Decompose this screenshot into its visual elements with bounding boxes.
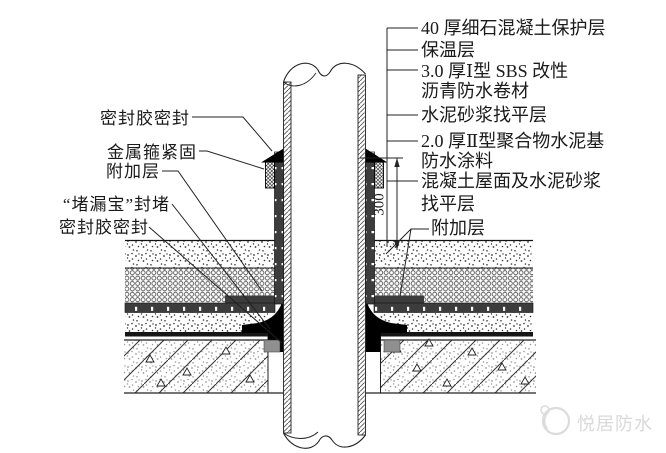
label-sealant-bottom: 密封胶密封 bbox=[59, 218, 149, 237]
label-roof-slab-line2: 找平层 bbox=[421, 194, 475, 214]
base-sealant bbox=[242, 296, 407, 352]
label-sealant-top: 密封胶密封 bbox=[100, 109, 190, 128]
label-insulation-layer: 保温层 bbox=[421, 40, 475, 60]
label-coating-line1: 2.0 厚Ⅱ型聚合物水泥基 bbox=[421, 131, 605, 151]
dimension-300-text: 300 bbox=[371, 193, 388, 216]
roof-layers-right bbox=[366, 239, 536, 394]
leader-additional-right-2 bbox=[399, 228, 412, 297]
watermark-logo-icon bbox=[540, 405, 571, 436]
label-protection-layer: 40 厚细石混凝土保护层 bbox=[421, 18, 606, 38]
pipe-break-line-top bbox=[282, 62, 366, 83]
pipe-break-line-bottom bbox=[283, 432, 366, 449]
sealant-wedge bbox=[261, 148, 388, 163]
label-screed-layer: 水泥砂浆找平层 bbox=[421, 105, 547, 125]
label-sbs-membrane-line2: 沥青防水卷材 bbox=[421, 81, 529, 101]
label-roof-slab-line1: 混凝土屋面及水泥砂浆 bbox=[421, 171, 601, 191]
label-coating-line2: 防水涂料 bbox=[421, 151, 493, 171]
grout-plug bbox=[263, 339, 401, 353]
watermark-text: 悦居防水 bbox=[577, 414, 653, 434]
label-additional-left: 附加层 bbox=[106, 162, 160, 181]
dimension-300-lines bbox=[360, 157, 403, 250]
pipe bbox=[282, 62, 366, 449]
roof-layers-left bbox=[124, 239, 284, 394]
label-additional-right: 附加层 bbox=[431, 218, 485, 238]
label-metal-clamp: 金属箍紧固 bbox=[107, 143, 197, 162]
leader-lines-left bbox=[148, 116, 283, 344]
label-sbs-membrane-line1: 3.0 厚Ⅰ型 SBS 改性 bbox=[421, 61, 569, 81]
label-leak-plug: “堵漏宝”封堵 bbox=[62, 195, 170, 214]
right-bracket bbox=[385, 27, 429, 297]
